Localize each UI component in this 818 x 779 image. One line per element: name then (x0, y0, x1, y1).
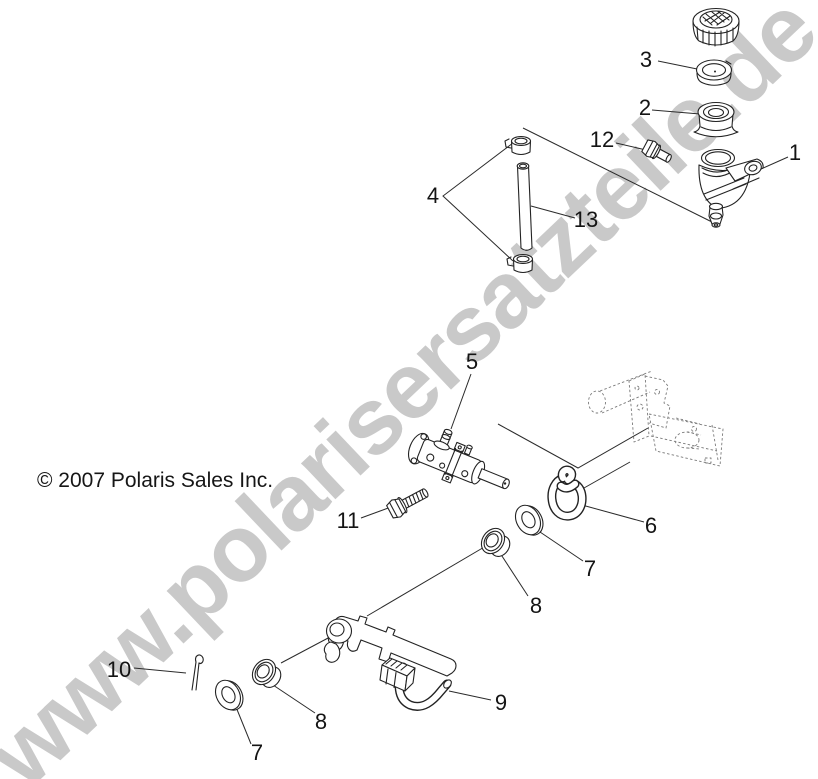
part-callout-9-10: 9 (494, 690, 508, 715)
leader-line-7-lower (235, 706, 252, 745)
leader-line-8-lower (272, 684, 316, 714)
part-callout-3-2: 3 (639, 47, 653, 72)
part-callout-7-7: 7 (250, 740, 264, 765)
leader-line-7-upper (539, 531, 584, 562)
part-callout-8-8: 8 (529, 593, 543, 618)
leader-line-8-lower-to-pedal (280, 636, 331, 664)
part-callout-6-5: 6 (644, 513, 658, 538)
leader-line-10 (133, 667, 187, 674)
leader-line-6 (581, 504, 645, 523)
part-callout-2-1: 2 (638, 95, 652, 120)
master-cylinder-drawing (407, 428, 510, 490)
part-callout-13-14: 13 (573, 207, 599, 232)
leader-line-8-upper-to-pedal (366, 545, 487, 617)
leader-line-clip-alignment (583, 461, 631, 489)
bushing-lower-drawing (251, 658, 282, 688)
leader-line-11 (360, 506, 392, 519)
leader-line-12 (615, 142, 647, 151)
retaining-clip-drawing (547, 465, 587, 521)
leader-line-3 (657, 60, 703, 71)
copyright-notice: © 2007 Polaris Sales Inc. (37, 469, 274, 492)
part-callout-11-12: 11 (336, 508, 360, 533)
leader-line-8-upper (499, 552, 529, 597)
part-callout-10-11: 10 (106, 657, 132, 682)
bushing-upper-drawing (480, 527, 511, 557)
hose-drawing (516, 162, 533, 251)
diaphragm-plate-drawing (695, 59, 733, 86)
cotter-pin-drawing (191, 654, 204, 691)
washer-upper-drawing (514, 504, 544, 536)
leader-line-5 (450, 373, 472, 430)
leader-line-13 (530, 205, 576, 219)
brake-pedal-drawing (323, 615, 457, 711)
leader-line-hose-route (522, 127, 713, 223)
hose-clamp-bottom-drawing (506, 253, 534, 274)
leader-line-frame-alignment (497, 423, 649, 469)
part-callout-1-0: 1 (788, 140, 802, 165)
leader-line-2 (651, 109, 701, 115)
mounting-bolt-drawing (386, 488, 429, 519)
part-callout-8-9: 8 (314, 709, 328, 734)
reservoir-body-drawing (698, 148, 764, 228)
frame-reference-sketch (588, 370, 724, 467)
leader-line-4 (442, 142, 514, 262)
reservoir-cap-drawing (692, 7, 740, 47)
part-callout-12-13: 12 (589, 127, 615, 152)
reservoir-bolt-drawing (641, 139, 672, 163)
hose-clamp-top-drawing (504, 135, 532, 156)
part-callout-7-6: 7 (583, 556, 597, 581)
washer-lower-drawing (214, 679, 244, 711)
reservoir-seal-drawing (693, 101, 739, 138)
leader-line-9 (448, 690, 492, 701)
part-callout-5-4: 5 (465, 349, 479, 374)
part-callout-4-3: 4 (426, 183, 440, 208)
leader-lines (133, 60, 789, 745)
